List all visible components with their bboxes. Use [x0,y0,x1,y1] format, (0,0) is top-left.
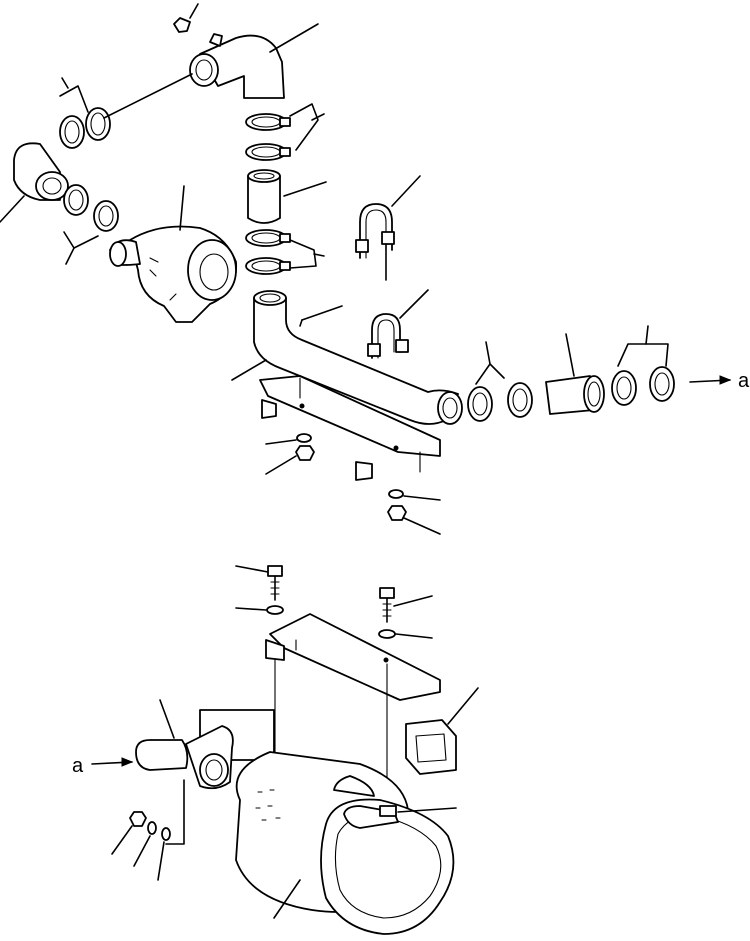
air-cleaner-body [199,709,457,935]
hose-clamp-pair-right-1 [467,341,533,422]
nipple-fitting [173,3,199,33]
hose-clamp-pair-upper [245,103,325,161]
air-cleaner-bracket [265,613,441,701]
left-elbow-hose [0,142,69,223]
hose-clamp-pair-left-upper [59,73,193,149]
connection-arrow-left [91,757,134,767]
connection-label-a-right: a [738,370,750,392]
upper-elbow-hose [189,23,319,99]
bolt-right [378,587,433,639]
connection-arrow-right [689,375,732,385]
pipe-bracket [259,375,441,481]
hose-clamp-pair-left-lower [63,184,119,265]
main-intake-pipe [231,290,463,425]
bolt-left [235,565,284,615]
u-bolt-lower [367,289,429,359]
bracket-fasteners [265,433,441,535]
turbocharger [109,185,237,323]
straight-hose-vertical [247,169,327,224]
u-bolt-upper [355,175,421,281]
straight-hose-right [545,333,605,415]
hose-clamp-pair-middle [245,229,325,275]
clamp-nut-washer-set [111,779,185,881]
rubber-pad [405,687,479,775]
air-cleaner-inlet-elbow [135,699,234,790]
hose-clamp-pair-right-2 [611,325,675,406]
connection-label-a-left: a [72,755,84,777]
